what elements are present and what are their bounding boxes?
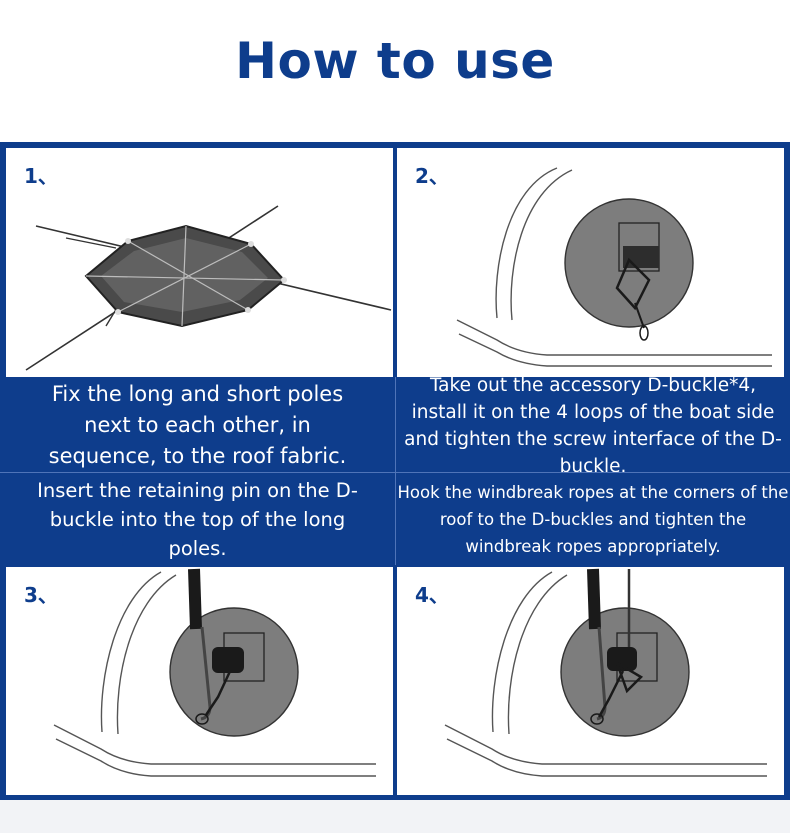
step-4-number: 4、 bbox=[415, 583, 449, 607]
step-3-number: 3、 bbox=[24, 583, 58, 607]
caption-1-text: Fix the long and short poles next to eac… bbox=[48, 382, 347, 468]
canopy-illustration bbox=[25, 205, 392, 371]
instruction-grid: 1、 2、 bbox=[0, 142, 790, 800]
page-title: How to use bbox=[235, 32, 555, 90]
d-buckle-illustration bbox=[456, 167, 772, 367]
pin-insert-illustration bbox=[53, 568, 376, 777]
step-2-number: 2、 bbox=[415, 164, 449, 188]
caption-column-divider bbox=[395, 377, 396, 565]
step-1-panel: 1、 bbox=[6, 148, 393, 377]
caption-2: Take out the accessory D-buckle*4, insta… bbox=[396, 375, 790, 477]
bottom-strip bbox=[0, 800, 790, 833]
step-3-panel: 3、 bbox=[6, 567, 393, 795]
caption-4-text: Hook the windbreak ropes at the corners … bbox=[397, 482, 789, 556]
step-2-panel: 2、 bbox=[397, 148, 784, 377]
caption-2-text: Take out the accessory D-buckle*4, insta… bbox=[404, 374, 782, 477]
step-4-panel: 4、 bbox=[397, 567, 784, 795]
caption-3-text: Insert the retaining pin on the D-buckle… bbox=[37, 478, 358, 560]
step-1-number: 1、 bbox=[24, 164, 58, 188]
caption-3: Insert the retaining pin on the D-buckle… bbox=[0, 474, 395, 564]
rope-hook-illustration bbox=[444, 568, 767, 777]
caption-1: Fix the long and short poles next to eac… bbox=[0, 379, 395, 472]
caption-4: Hook the windbreak ropes at the corners … bbox=[396, 474, 790, 564]
